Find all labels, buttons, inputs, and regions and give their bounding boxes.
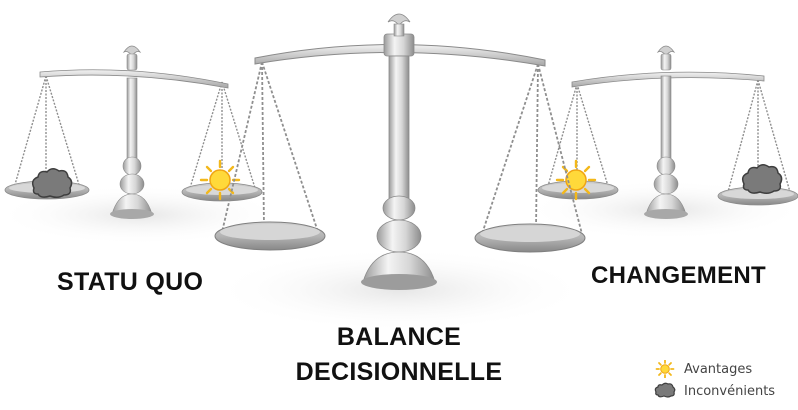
cloud-icon (654, 382, 676, 398)
cloud-icon (741, 164, 783, 195)
center-scale (214, 13, 586, 290)
legend-disadvantages-label: Inconvénients (684, 383, 776, 399)
balance-label-line2: DECISIONNELLE (295, 358, 503, 386)
legend-item-advantages: Avantages (654, 358, 775, 380)
balance-label-line1: BALANCE (336, 323, 462, 351)
legend: Avantages Inconvénients (654, 358, 775, 402)
center-scale-shadow (210, 248, 590, 332)
sun-icon (199, 159, 241, 201)
sun-icon (555, 159, 597, 201)
legend-advantages-label: Avantages (684, 361, 753, 377)
cloud-icon (31, 168, 73, 199)
balance-decisionnelle-label: BALANCE DECISIONNELLE (262, 320, 536, 390)
sun-icon (655, 360, 675, 378)
changement-label: CHANGEMENT (591, 262, 766, 289)
statu-quo-label: STATU QUO (57, 268, 204, 296)
right-scale (537, 45, 798, 219)
legend-item-disadvantages: Inconvénients (654, 380, 775, 402)
